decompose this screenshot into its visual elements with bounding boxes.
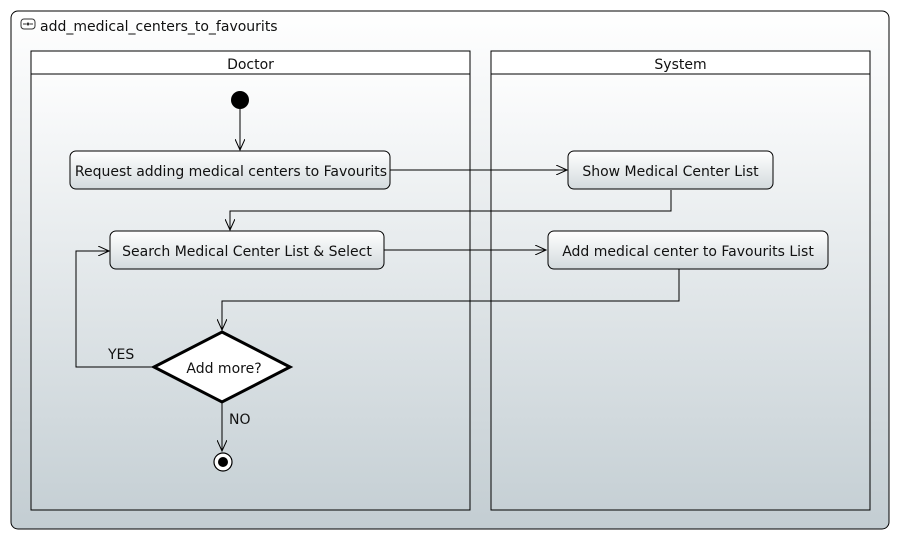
- action-search-select: Search Medical Center List & Select: [109, 230, 385, 270]
- diagram-title: add_medical_centers_to_favourits: [40, 19, 278, 35]
- action-label: Search Medical Center List & Select: [122, 244, 372, 260]
- guard-yes: YES: [107, 347, 134, 363]
- control-flows: [75, 109, 680, 451]
- action-add-center: Add medical center to Favourits List: [547, 230, 829, 270]
- final-node: [213, 452, 233, 472]
- lane-label-doctor: Doctor: [227, 57, 274, 73]
- decision-add-more: Add more?: [150, 330, 294, 404]
- activity-icon: [20, 18, 36, 30]
- flow-add-to-decision: [222, 269, 680, 330]
- swimlane-system: System: [490, 50, 871, 511]
- swimlane-doctor: Doctor: [30, 50, 471, 511]
- action-label: Show Medical Center List: [582, 164, 759, 180]
- flow-decision-yes: [75, 251, 154, 368]
- action-request-adding: Request adding medical centers to Favour…: [69, 150, 391, 190]
- lane-label-system: System: [654, 57, 706, 73]
- guard-no: NO: [229, 412, 251, 428]
- action-show-list: Show Medical Center List: [567, 150, 774, 190]
- flow-show-list-to-search: [230, 190, 672, 230]
- action-label: Request adding medical centers to Favour…: [75, 164, 387, 180]
- decision-label: Add more?: [186, 361, 261, 377]
- action-label: Add medical center to Favourits List: [562, 244, 814, 260]
- initial-node: [231, 91, 249, 109]
